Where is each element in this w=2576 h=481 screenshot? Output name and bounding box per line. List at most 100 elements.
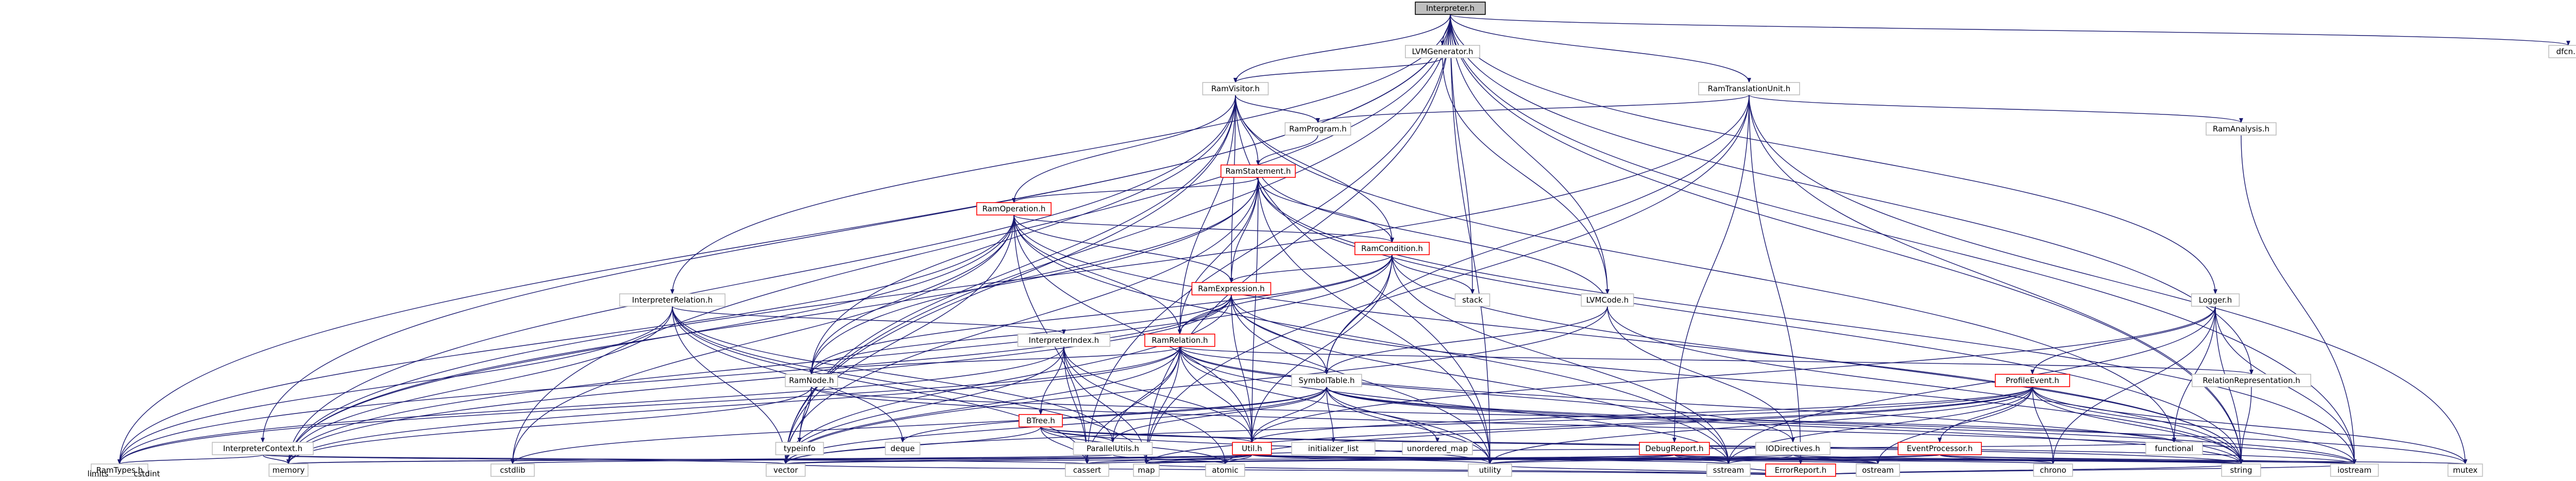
edge-ramcondition-to-memory bbox=[286, 254, 1393, 465]
node-vector[interactable]: vector bbox=[766, 463, 806, 477]
node-mutex[interactable]: mutex bbox=[2447, 463, 2483, 477]
edge-lvmcode-to-symboltable bbox=[1325, 306, 1608, 375]
node-box-symboltable bbox=[1291, 374, 1362, 387]
edge-ramstatement-to-utility bbox=[1258, 177, 1492, 465]
node-ramexpression[interactable]: RamExpression.h bbox=[1191, 282, 1272, 295]
node-label-errorreport: ErrorReport.h bbox=[1775, 466, 1827, 475]
node-memory[interactable]: memory bbox=[268, 463, 309, 477]
node-label-typeinfo: typeinfo bbox=[784, 444, 816, 453]
node-ramvisitor[interactable]: RamVisitor.h bbox=[1202, 82, 1269, 95]
node-box-stack bbox=[1454, 293, 1490, 307]
edge-symboltable-to-paralutil bbox=[1111, 386, 1327, 443]
node-stack[interactable]: stack bbox=[1454, 293, 1490, 307]
node-interprelation[interactable]: InterpreterRelation.h bbox=[619, 293, 726, 307]
edge-ramrelation-to-ramtypes bbox=[117, 346, 1180, 465]
node-atomic[interactable]: atomic bbox=[1205, 463, 1245, 477]
edge-ramoperation-to-ramtypes bbox=[117, 214, 1014, 465]
node-util[interactable]: Util.h bbox=[1232, 442, 1272, 455]
edge-ramrelation-to-paralutil bbox=[1111, 346, 1180, 443]
edge-ramexpression-to-ramtypes bbox=[117, 294, 1232, 465]
node-dfcn[interactable]: dfcn.h bbox=[2548, 45, 2576, 58]
node-ostream[interactable]: ostream bbox=[1856, 463, 1900, 477]
node-ramprogram[interactable]: RamProgram.h bbox=[1284, 122, 1351, 136]
node-ramstatement[interactable]: RamStatement.h bbox=[1221, 164, 1296, 178]
node-ramcondition[interactable]: RamCondition.h bbox=[1354, 242, 1430, 255]
node-functional[interactable]: functional bbox=[2145, 442, 2203, 455]
node-logger[interactable]: Logger.h bbox=[2191, 293, 2240, 307]
node-string[interactable]: string bbox=[2221, 463, 2261, 477]
node-iostream[interactable]: iostream bbox=[2330, 463, 2379, 477]
node-interpindex[interactable]: InterpreterIndex.h bbox=[1017, 334, 1111, 347]
node-box-interpindex bbox=[1017, 334, 1111, 347]
edge-profilevent-to-sstream bbox=[1726, 386, 2033, 465]
edge-profilevent-to-mutex bbox=[2032, 386, 2467, 465]
edge-ramstatement-to-iostream bbox=[1258, 177, 2357, 465]
edge-profilevent-to-util bbox=[1250, 386, 2033, 443]
edge-interpreter-to-ramvisitor bbox=[1233, 14, 1451, 83]
edge-ramtu-to-mutex bbox=[1749, 94, 2467, 465]
node-label-deque: deque bbox=[890, 444, 914, 453]
edge-interpreter-to-string bbox=[1450, 14, 2243, 465]
node-label-profilevent: ProfileEvent.h bbox=[2006, 376, 2059, 385]
node-box-map bbox=[1133, 463, 1160, 477]
node-cassert[interactable]: cassert bbox=[1065, 463, 1109, 477]
edge-interpreter-to-dfcn bbox=[1450, 14, 2570, 46]
node-relrep[interactable]: RelationRepresentation.h bbox=[2191, 374, 2311, 387]
node-label-cstdlib: cstdlib bbox=[500, 466, 525, 475]
edge-ramstatement-to-ramcondition bbox=[1258, 177, 1394, 243]
node-deque[interactable]: deque bbox=[885, 442, 921, 455]
node-label-interpreter: Interpreter.h bbox=[1426, 4, 1475, 13]
node-label-ramanalysis: RamAnalysis.h bbox=[2213, 124, 2269, 134]
node-errorreport[interactable]: ErrorReport.h bbox=[1765, 463, 1836, 477]
node-llvmgen[interactable]: LVMGenerator.h bbox=[1405, 45, 1481, 58]
node-interpctx[interactable]: InterpreterContext.h bbox=[212, 442, 314, 455]
node-initlist[interactable]: initializer_list bbox=[1291, 442, 1376, 455]
node-umap[interactable]: unordered_map bbox=[1402, 442, 1473, 455]
node-ramrelation[interactable]: RamRelation.h bbox=[1144, 334, 1215, 347]
node-paralutil[interactable]: ParallelUtils.h bbox=[1073, 442, 1153, 455]
node-box-iostream bbox=[2330, 463, 2379, 477]
node-sstream[interactable]: sstream bbox=[1706, 463, 1751, 477]
node-cstdint[interactable]: cstdint bbox=[133, 469, 160, 478]
node-ramtypes[interactable]: RamTypes.h bbox=[91, 463, 148, 477]
node-btree[interactable]: BTree.h bbox=[1019, 414, 1063, 427]
edge-ramtu-to-ramanalysis bbox=[1749, 94, 2243, 123]
node-box-ramexpression bbox=[1191, 282, 1272, 295]
edge-ramvisitor-to-ramrelation bbox=[1178, 94, 1236, 335]
edge-profilevent-to-utility bbox=[1488, 386, 2033, 465]
edge-ramcondition-to-ramexpression bbox=[1229, 254, 1393, 283]
edge-interpreter-to-lvmcode bbox=[1450, 14, 1609, 294]
node-typeinfo[interactable]: typeinfo bbox=[775, 442, 824, 455]
node-label-string: string bbox=[2230, 466, 2252, 475]
edge-util-to-cstdlib bbox=[511, 454, 1252, 465]
node-ramoperation[interactable]: RamOperation.h bbox=[976, 202, 1052, 215]
edge-ramtu-to-symboltable bbox=[1325, 94, 1750, 375]
node-map[interactable]: map bbox=[1133, 463, 1160, 477]
node-label-limits: limits bbox=[88, 469, 109, 478]
edge-interpreter-to-ramtu bbox=[1450, 14, 1751, 83]
edge-ramoperation-to-ramcondition bbox=[1013, 214, 1394, 243]
node-limits[interactable]: limits bbox=[88, 469, 109, 478]
node-profilevent[interactable]: ProfileEvent.h bbox=[1995, 374, 2071, 387]
node-eventproc[interactable]: EventProcessor.h bbox=[1897, 442, 1982, 455]
node-iodirectives[interactable]: IODirectives.h bbox=[1755, 442, 1831, 455]
node-box-llvmgen bbox=[1405, 45, 1481, 58]
node-symboltable[interactable]: SymbolTable.h bbox=[1291, 374, 1362, 387]
node-box-profilevent bbox=[1995, 374, 2071, 387]
node-ramnode[interactable]: RamNode.h bbox=[785, 374, 838, 387]
node-debugreport[interactable]: DebugReport.h bbox=[1639, 442, 1710, 455]
node-chrono[interactable]: chrono bbox=[2033, 463, 2073, 477]
edge-interpreter-to-stack bbox=[1450, 14, 1475, 294]
edge-profilevent-to-chrono bbox=[2032, 386, 2055, 465]
node-utility[interactable]: utility bbox=[1468, 463, 1512, 477]
edge-ramoperation-to-cstdlib bbox=[511, 214, 1014, 465]
edge-eventproc-to-chrono bbox=[1939, 454, 2055, 465]
node-box-sstream bbox=[1706, 463, 1751, 477]
node-box-ramprogram bbox=[1284, 122, 1351, 136]
node-lvmcode[interactable]: LVMCode.h bbox=[1581, 293, 1634, 307]
node-ramanalysis[interactable]: RamAnalysis.h bbox=[2206, 122, 2277, 136]
node-label-ramnode: RamNode.h bbox=[789, 376, 834, 385]
edge-paralutil-to-memory bbox=[287, 454, 1113, 465]
node-cstdlib[interactable]: cstdlib bbox=[490, 463, 535, 477]
node-ramtu[interactable]: RamTranslationUnit.h bbox=[1698, 82, 1800, 95]
